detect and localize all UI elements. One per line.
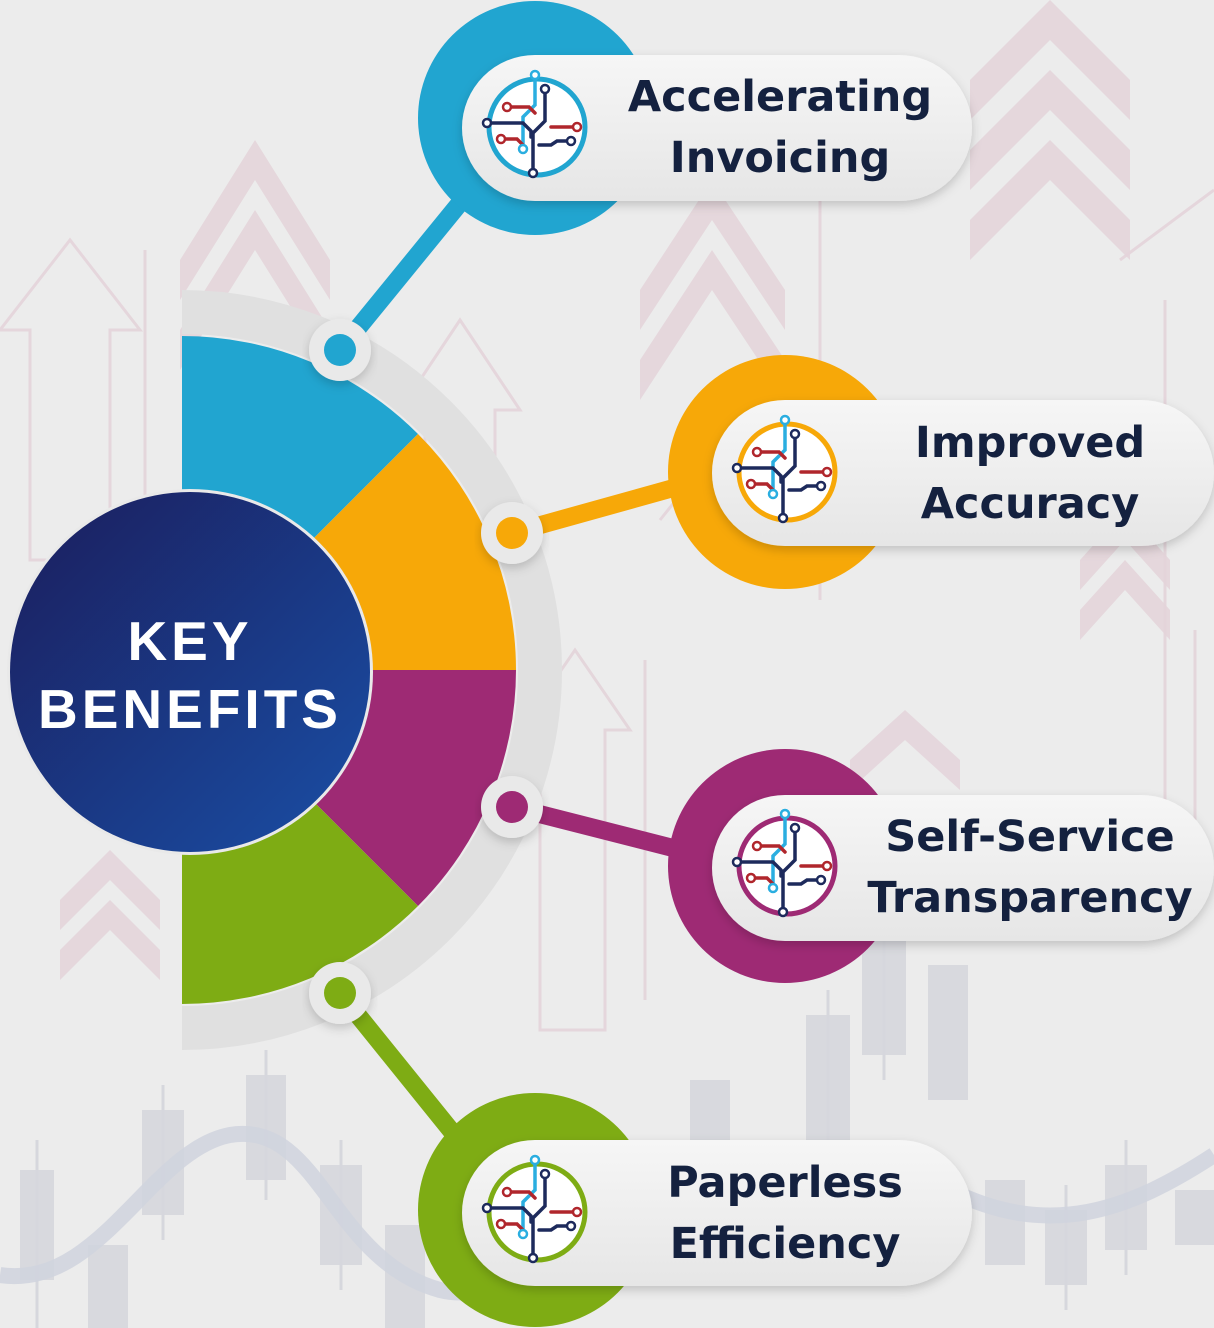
outer-ring xyxy=(182,290,562,1050)
circuit-icon xyxy=(731,414,838,524)
center-title-line1: KEY xyxy=(127,610,253,672)
benefit-label-2-line1: Improved xyxy=(914,418,1146,468)
circuit-icon xyxy=(731,808,838,918)
benefit-label-1: Accelerating Invoicing xyxy=(600,60,960,196)
benefit-label-2: Improved Accuracy xyxy=(860,406,1200,542)
benefit-label-2-line2: Accuracy xyxy=(920,479,1140,529)
benefit-label-4-line2: Efficiency xyxy=(669,1219,901,1269)
circuit-icon xyxy=(481,69,588,179)
benefit-label-3-line2: Transparency xyxy=(867,873,1193,923)
benefit-label-4: Paperless Efficiency xyxy=(605,1146,965,1282)
center-title: KEY BENEFITS xyxy=(10,500,370,850)
benefit-label-1-line1: Accelerating xyxy=(627,72,933,122)
center-circle xyxy=(10,492,370,852)
benefit-label-3: Self-Service Transparency xyxy=(860,800,1200,936)
benefit-label-3-line1: Self-Service xyxy=(885,812,1175,862)
benefit-label-1-line2: Invoicing xyxy=(669,133,891,183)
center-title-line2: BENEFITS xyxy=(38,678,342,740)
benefit-label-4-line1: Paperless xyxy=(667,1158,903,1208)
circuit-icon xyxy=(481,1154,588,1264)
joint-dots xyxy=(309,319,543,1024)
